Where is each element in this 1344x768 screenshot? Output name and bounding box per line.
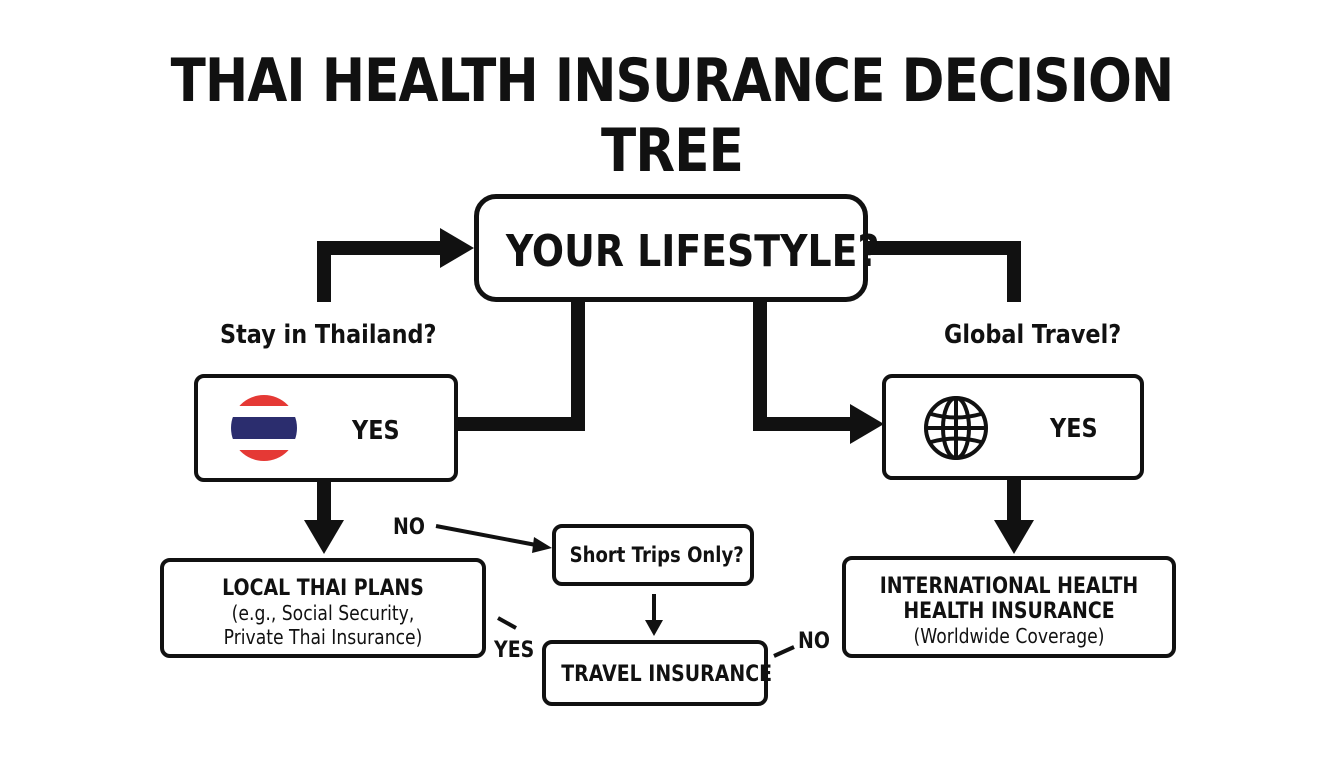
- arrowhead-to-local-plans: [304, 520, 344, 554]
- local-plans-example-2: Private Thai Insurance): [223, 625, 423, 649]
- globe-icon: [924, 396, 988, 460]
- tick-yes: [497, 616, 517, 630]
- arrowhead-to-root: [440, 228, 474, 268]
- international-title-1: INTERNATIONAL HEALTH: [879, 574, 1139, 599]
- short-trips-node: Short Trips Only?: [552, 524, 754, 586]
- edge-label-no-short-trips: NO: [393, 515, 425, 540]
- connector-no-to-short-trips: [435, 524, 537, 547]
- short-trips-label: Short Trips Only?: [569, 543, 744, 567]
- connector-root-to-global: [753, 302, 852, 431]
- arrowhead-to-international: [994, 520, 1034, 554]
- right-question-label: Global Travel?: [944, 320, 1122, 350]
- global-yes-node: YES: [882, 374, 1144, 480]
- root-label: YOUR LIFESTYLE?: [505, 226, 880, 277]
- global-yes-label: YES: [1050, 414, 1098, 444]
- connector-left-to-root: [317, 241, 440, 302]
- arrowhead-to-global: [850, 404, 884, 444]
- edge-label-yes-travel: YES: [494, 638, 535, 663]
- edge-label-no-travel: NO: [798, 629, 830, 654]
- international-health-node: INTERNATIONAL HEALTH HEALTH INSURANCE (W…: [842, 556, 1176, 658]
- root-node: YOUR LIFESTYLE?: [474, 194, 880, 302]
- international-title-2: HEALTH INSURANCE: [903, 599, 1115, 624]
- connector-root-to-thailand: [458, 302, 585, 431]
- local-thai-plans-node: LOCAL THAI PLANS (e.g., Social Security,…: [160, 558, 486, 658]
- international-subtitle: (Worldwide Coverage): [913, 624, 1105, 648]
- arrowhead-to-travel-insurance: [645, 620, 663, 636]
- arrowhead-to-short-trips: [532, 537, 552, 553]
- local-plans-title: LOCAL THAI PLANS: [222, 576, 424, 601]
- thailand-flag-icon: [231, 395, 297, 461]
- local-plans-example-1: (e.g., Social Security,: [231, 601, 415, 625]
- thailand-yes-label: YES: [352, 416, 400, 446]
- travel-insurance-node: TRAVEL INSURANCE: [542, 640, 773, 706]
- left-question-label: Stay in Thailand?: [220, 320, 437, 350]
- tick-no: [773, 645, 795, 658]
- travel-insurance-label: TRAVEL INSURANCE: [561, 662, 773, 687]
- connector-root-to-right: [868, 241, 1021, 302]
- thailand-yes-node: YES: [194, 374, 458, 482]
- page-title: THAI HEALTH INSURANCE DECISION TREE: [170, 46, 1175, 186]
